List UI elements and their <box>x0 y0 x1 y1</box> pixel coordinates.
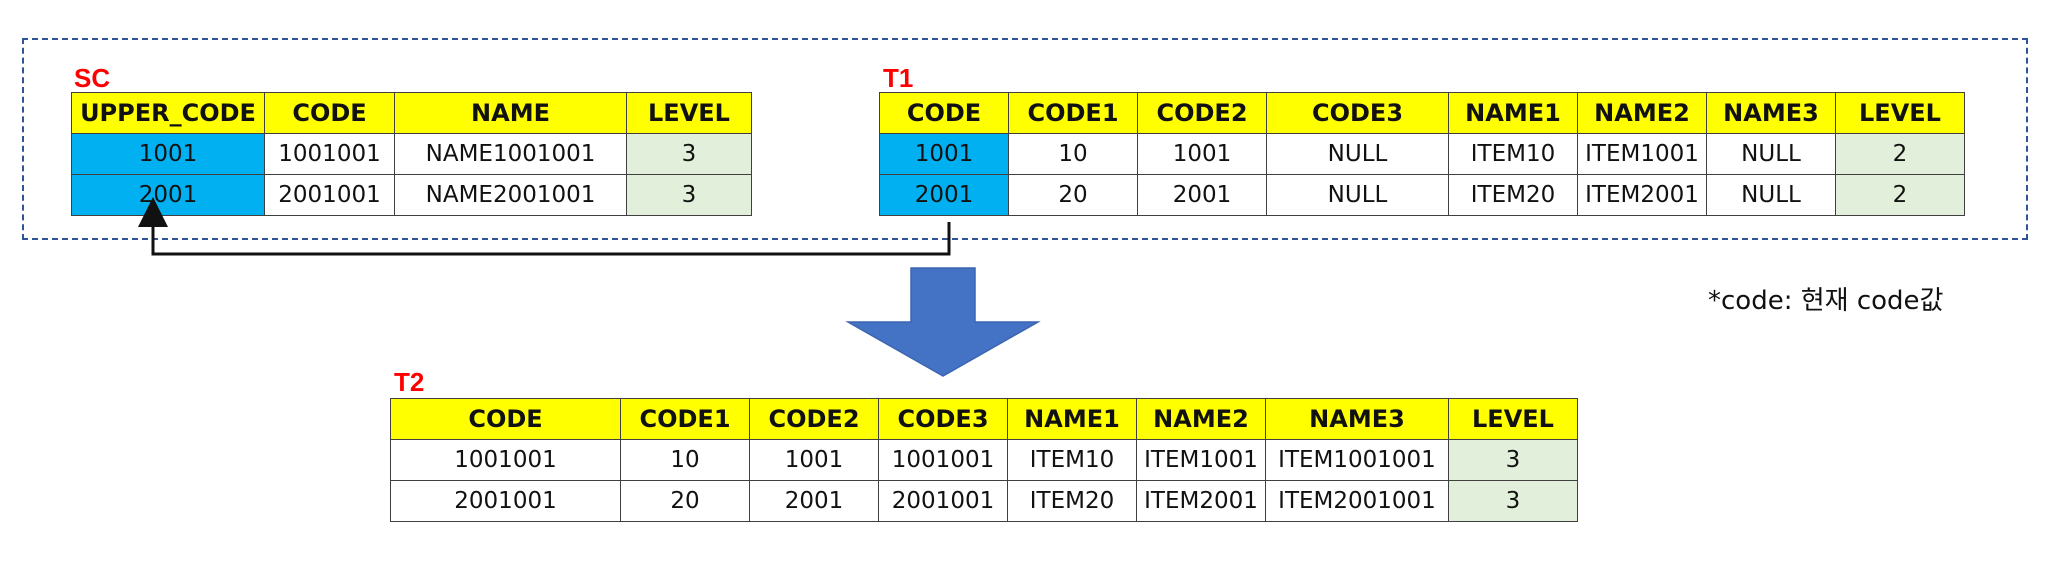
source-tables-group <box>22 38 2028 240</box>
column-header: CODE <box>264 92 395 134</box>
code-note: *code: 현재 code값 <box>1708 286 1944 316</box>
column-header: LEVEL <box>1835 92 1965 134</box>
join-arrow <box>138 197 951 256</box>
table-row: 2001 20 2001 NULL ITEM20 ITEM2001 NULL 2 <box>879 174 1965 216</box>
table-cell: ITEM20 <box>1007 480 1137 522</box>
table-cell: ITEM20 <box>1448 174 1578 216</box>
column-header: CODE1 <box>620 398 750 440</box>
table-cell: NAME2001001 <box>394 174 627 216</box>
table-row: 2001 2001001 NAME2001001 3 <box>71 174 752 216</box>
table-cell: 2001001 <box>878 480 1008 522</box>
table-header-row: CODE CODE1 CODE2 CODE3 NAME1 NAME2 NAME3… <box>390 398 1578 440</box>
column-header: NAME1 <box>1448 92 1578 134</box>
code-cell: 1001 <box>879 133 1009 175</box>
upper-code-cell: 2001 <box>71 174 265 216</box>
column-header: NAME3 <box>1706 92 1836 134</box>
table-cell: 1001 <box>749 439 879 481</box>
t2-table: CODE CODE1 CODE2 CODE3 NAME1 NAME2 NAME3… <box>390 398 1578 522</box>
column-header: LEVEL <box>626 92 752 134</box>
column-header: CODE3 <box>1266 92 1449 134</box>
column-header: NAME3 <box>1265 398 1449 440</box>
table-cell: ITEM2001 <box>1136 480 1266 522</box>
table-cell: 1001001 <box>878 439 1008 481</box>
table-cell: ITEM1001 <box>1577 133 1707 175</box>
level-cell: 3 <box>626 174 752 216</box>
column-header: CODE2 <box>749 398 879 440</box>
code-cell: 2001 <box>879 174 1009 216</box>
column-header: LEVEL <box>1448 398 1578 440</box>
table-cell: ITEM1001 <box>1136 439 1266 481</box>
table-cell: 1001001 <box>264 133 395 175</box>
table-row: 2001001 20 2001 2001001 ITEM20 ITEM2001 … <box>390 480 1578 522</box>
table-cell: ITEM2001001 <box>1265 480 1449 522</box>
t2-table-title: T2 <box>394 367 425 397</box>
down-arrow-icon <box>845 267 1041 377</box>
table-cell: 2001001 <box>264 174 395 216</box>
column-header: NAME2 <box>1136 398 1266 440</box>
sc-table-title: SC <box>74 63 111 93</box>
table-cell: 1001 <box>1137 133 1267 175</box>
table-cell: 1001001 <box>390 439 621 481</box>
column-header: CODE3 <box>878 398 1008 440</box>
table-cell: 2001001 <box>390 480 621 522</box>
table-header-row: UPPER_CODE CODE NAME LEVEL <box>71 92 752 134</box>
table-cell: 10 <box>1008 133 1138 175</box>
table-cell: 2001 <box>749 480 879 522</box>
table-cell: 20 <box>620 480 750 522</box>
table-row: 1001001 10 1001 1001001 ITEM10 ITEM1001 … <box>390 439 1578 481</box>
upper-code-cell: 1001 <box>71 133 265 175</box>
column-header: NAME2 <box>1577 92 1707 134</box>
sc-table: UPPER_CODE CODE NAME LEVEL 1001 1001001 … <box>71 92 752 216</box>
level-cell: 2 <box>1835 174 1965 216</box>
table-cell: ITEM2001 <box>1577 174 1707 216</box>
table-cell: ITEM10 <box>1007 439 1137 481</box>
level-cell: 3 <box>1448 480 1578 522</box>
column-header: CODE1 <box>1008 92 1138 134</box>
column-header: CODE <box>879 92 1009 134</box>
table-cell: NULL <box>1266 174 1449 216</box>
table-header-row: CODE CODE1 CODE2 CODE3 NAME1 NAME2 NAME3… <box>879 92 1965 134</box>
column-header: NAME1 <box>1007 398 1137 440</box>
t1-table: CODE CODE1 CODE2 CODE3 NAME1 NAME2 NAME3… <box>879 92 1965 216</box>
table-cell: NULL <box>1706 174 1836 216</box>
level-cell: 3 <box>1448 439 1578 481</box>
table-cell: ITEM1001001 <box>1265 439 1449 481</box>
t1-table-title: T1 <box>883 63 914 93</box>
column-header: CODE <box>390 398 621 440</box>
table-cell: 10 <box>620 439 750 481</box>
column-header: UPPER_CODE <box>71 92 265 134</box>
level-cell: 2 <box>1835 133 1965 175</box>
table-row: 1001 10 1001 NULL ITEM10 ITEM1001 NULL 2 <box>879 133 1965 175</box>
